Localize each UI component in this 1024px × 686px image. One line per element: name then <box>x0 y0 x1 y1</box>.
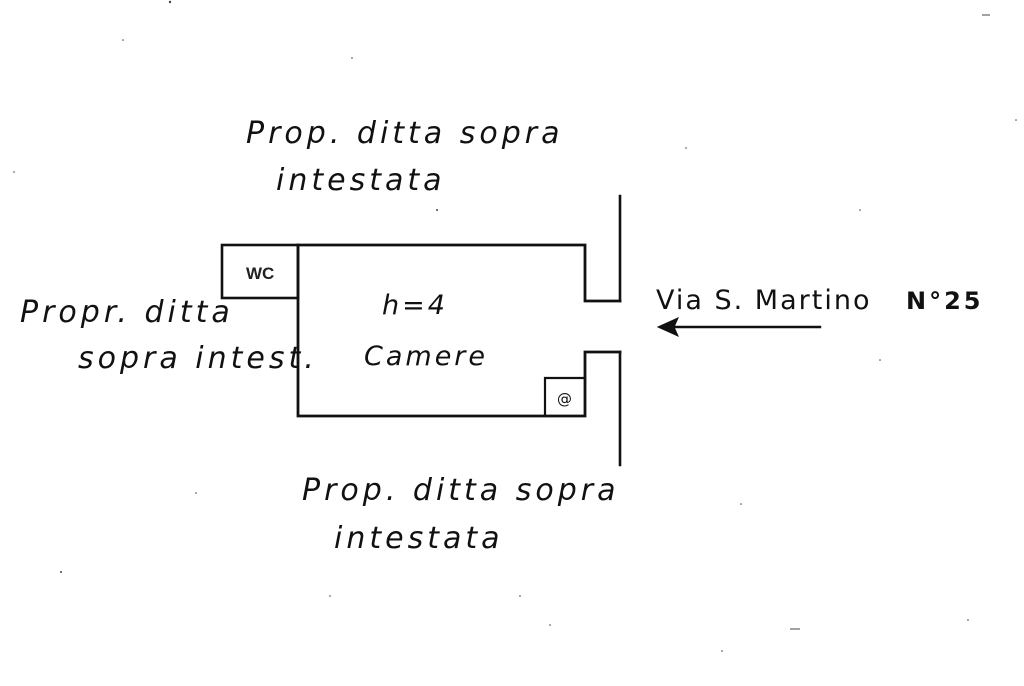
room-height-label: h=4 <box>382 290 448 321</box>
left-neighbour-line1: Propr. ditta <box>20 295 234 330</box>
main-room-walls <box>296 243 622 418</box>
top-neighbour-line1: Prop. ditta sopra <box>246 116 563 151</box>
entrance-arrow-icon <box>656 317 822 337</box>
bottom-neighbour-line2: intestata <box>334 521 504 556</box>
wc-label: WC <box>246 264 274 283</box>
bottom-neighbour-line1: Prop. ditta sopra <box>302 473 619 508</box>
street-name: Via S. Martino <box>656 285 871 316</box>
top-neighbour-line2: intestata <box>276 163 446 198</box>
left-neighbour-line2: sopra intest. <box>78 341 318 376</box>
street-number: N°25 <box>906 287 983 315</box>
room-type-label: Camere <box>364 341 488 372</box>
fixture-box <box>543 376 587 418</box>
scan-specks <box>13 0 1017 652</box>
socket-icon: @ <box>557 390 572 408</box>
